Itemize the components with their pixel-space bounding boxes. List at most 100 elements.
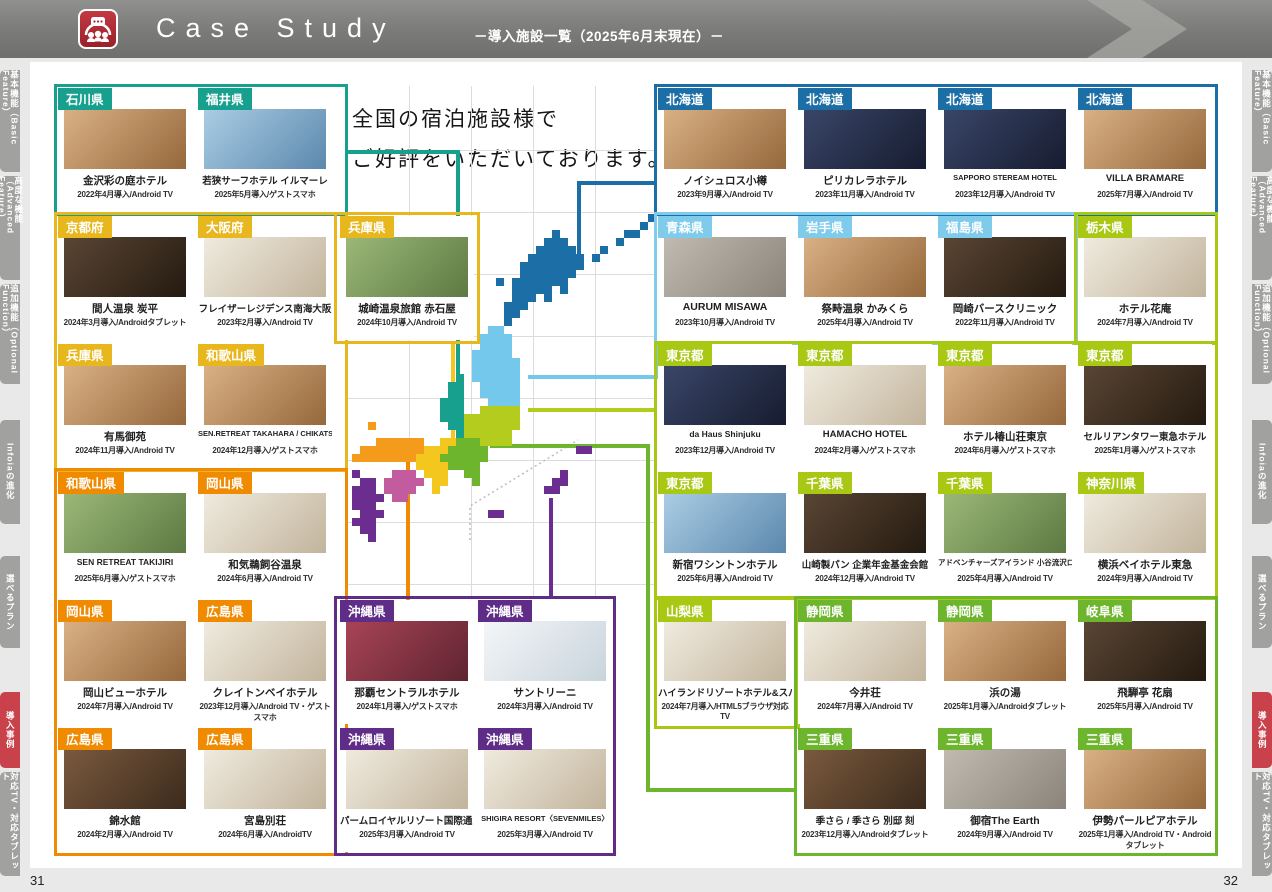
- map-gridline: [348, 212, 654, 213]
- map-region-tohoku: [472, 358, 480, 366]
- map-region-shikoku: [384, 486, 392, 494]
- install-date: 2024年6月導入/Android TV: [217, 574, 313, 583]
- prefecture-label: 大阪府: [198, 216, 252, 238]
- install-date: 2023年12月導入/Android TV・ゲストスマホ: [199, 702, 331, 722]
- hotel-photo: [664, 109, 786, 169]
- map-region-hokkaido: [544, 246, 552, 254]
- hotel-name: 那覇セントラルホテル: [354, 687, 460, 699]
- hotel-photo: [346, 749, 468, 809]
- map-region-chugoku: [400, 438, 408, 446]
- map-region-hokkaido: [536, 246, 544, 254]
- hotel-photo: [804, 621, 926, 681]
- group-box-kansai_b: [334, 212, 480, 344]
- map-region-shikoku: [400, 478, 408, 486]
- hotel-photo: [804, 749, 926, 809]
- map-region-hokkaido: [568, 254, 576, 262]
- map-region-kanto-koshinetsu: [496, 438, 504, 446]
- hotel-name: 飛騨亭 花扇: [1117, 687, 1173, 699]
- map-region-kyushu: [368, 486, 376, 494]
- map-region-kanto-koshinetsu: [464, 430, 472, 438]
- page-subtitle: －導入施設一覧（2025年6月末現在）－: [474, 29, 725, 44]
- map-region-kyushu: [368, 526, 376, 534]
- map-region-kanto-koshinetsu: [472, 422, 480, 430]
- map-region-kansai: [448, 438, 456, 446]
- map-region-kanto-koshinetsu: [464, 414, 472, 422]
- map-region-kyushu: [352, 518, 360, 526]
- hotel-photo: [1084, 493, 1206, 553]
- hotel-name: 今井荘: [849, 687, 881, 699]
- map-region-shikoku: [400, 486, 408, 494]
- map-region-hokkaido: [536, 254, 544, 262]
- map-region-chugoku: [408, 438, 416, 446]
- connector-line: [577, 181, 581, 261]
- hotel-photo: [944, 109, 1066, 169]
- map-region-hokuriku: [456, 422, 464, 430]
- map-region-tohoku: [512, 382, 520, 390]
- map-region-tohoku: [496, 334, 504, 342]
- connector-line: [528, 408, 656, 412]
- map-region-tokai: [464, 454, 472, 462]
- install-date: 2025年3月導入/Android TV: [497, 830, 593, 839]
- install-date: 2024年9月導入/Android TV: [957, 830, 1053, 839]
- map-region-kanto-koshinetsu: [504, 430, 512, 438]
- prefecture-label: 三重県: [1078, 728, 1132, 750]
- map-region-kansai: [440, 470, 448, 478]
- map-region-tokai: [480, 446, 488, 454]
- map-region-chugoku: [416, 438, 424, 446]
- map-region-hokkaido: [544, 238, 552, 246]
- map-region-tohoku: [480, 390, 488, 398]
- map-region-hokkaido: [576, 262, 584, 270]
- connector-line: [490, 444, 648, 448]
- prefecture-label: 福島県: [938, 216, 992, 238]
- map-region-chugoku: [400, 446, 408, 454]
- map-region-tohoku: [480, 334, 488, 342]
- map-region-tohoku: [496, 358, 504, 366]
- map-region-hokkaido: [504, 302, 512, 310]
- map-region-hokkaido: [568, 262, 576, 270]
- install-date: 2024年7月導入/HTML5ブラウザ対応TV: [661, 702, 789, 721]
- hotel-name: 岡崎バースクリニック: [952, 303, 1058, 315]
- prefecture-label: 岡山県: [58, 600, 112, 622]
- hotel-name: 新宿ワシントンホテル: [672, 559, 778, 571]
- map-region-hokkaido: [544, 286, 552, 294]
- install-date: 2022年11月導入/Android TV: [955, 318, 1055, 327]
- install-date: 2023年11月導入/Android TV: [815, 190, 915, 199]
- hotel-name: アドベンチャーズアイランド 小谷流沢ロッジ: [938, 558, 1072, 567]
- hotel-name: 山崎製パン 企業年金基金会館: [801, 560, 929, 571]
- map-region-hokuriku: [456, 374, 464, 382]
- hotel-photo: [64, 109, 186, 169]
- prefecture-label: 千葉県: [798, 472, 852, 494]
- map-region-chugoku: [400, 454, 408, 462]
- map-region-chugoku: [384, 438, 392, 446]
- hotel-name: 有馬御苑: [104, 431, 146, 443]
- map-region-hokkaido: [616, 238, 624, 246]
- map-region-hokkaido: [544, 278, 552, 286]
- prefecture-label: 山梨県: [658, 600, 712, 622]
- hotel-photo: [944, 237, 1066, 297]
- map-region-hokkaido: [520, 278, 528, 286]
- hotel-photo: [664, 237, 786, 297]
- install-date: 2024年3月導入/Android TV: [497, 702, 593, 711]
- prefecture-label: 静岡県: [938, 600, 992, 622]
- map-region-tokai: [472, 462, 480, 470]
- map-region-tohoku: [504, 350, 512, 358]
- map-region-tohoku: [496, 382, 504, 390]
- hotel-name: SEN.RETREAT TAKAHARA / CHIKATSUYU: [198, 429, 332, 438]
- map-region-hokkaido: [632, 230, 640, 238]
- install-date: 2024年7月導入/Android TV: [77, 702, 173, 711]
- prefecture-label: 青森県: [658, 216, 712, 238]
- install-date: 2023年9月導入/Android TV: [677, 190, 773, 199]
- prefecture-label: 北海道: [938, 88, 992, 110]
- map-region-okinawa-islands: [560, 470, 568, 478]
- map-region-hokkaido: [576, 254, 584, 262]
- map-region-hokkaido: [504, 310, 512, 318]
